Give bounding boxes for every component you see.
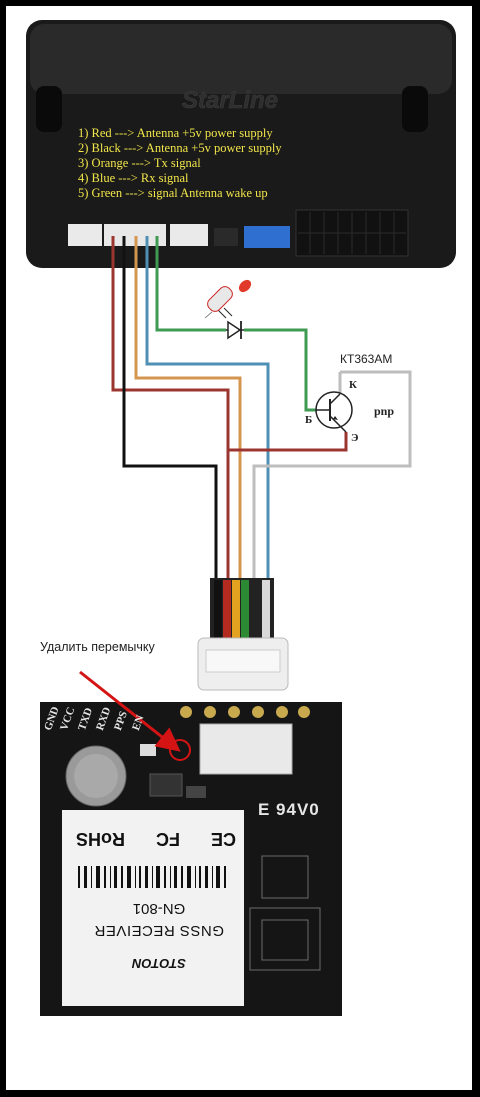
brand-logo: StarLine xyxy=(182,87,278,114)
pin-b-label: Б xyxy=(305,414,313,426)
pin-e-label: Э xyxy=(351,432,359,444)
wire-green-1 xyxy=(155,236,226,332)
diagram-frame: StarLine xyxy=(6,6,472,1090)
connector-4 xyxy=(214,228,238,246)
note-line-3: 3) Orange ---> Tx signal xyxy=(78,156,201,170)
note-line-1: 1) Red ---> Antenna +5v power supply xyxy=(78,126,273,140)
wire-red xyxy=(111,236,230,578)
gnss-module xyxy=(40,702,342,1016)
rohs-mark: RoHS xyxy=(76,829,126,849)
ce-mark: CE xyxy=(210,829,236,849)
starline-unit: StarLine xyxy=(26,20,456,268)
connector-1 xyxy=(68,224,102,246)
transistor-symbol xyxy=(315,391,353,433)
transistor-model-label: КТ363АМ xyxy=(340,352,393,366)
wire-black xyxy=(122,236,218,578)
wire-gray xyxy=(252,370,412,578)
module-receiver-label: GNSS RECEIVER xyxy=(94,922,224,939)
wiring-diagram: StarLine xyxy=(26,20,456,1016)
remove-jumper-label: Удалить перемычку xyxy=(40,640,155,654)
wire-blue xyxy=(145,236,270,578)
wires xyxy=(111,236,412,578)
stoton-logo: STOTON xyxy=(132,956,186,971)
note-line-4: 4) Blue ---> Rx signal xyxy=(78,171,189,185)
module-model-label: GN-801 xyxy=(132,900,186,917)
barcode xyxy=(78,866,226,888)
e94v0-label: E 94V0 xyxy=(258,800,320,819)
wire-red-emitter xyxy=(228,432,348,452)
cable-bundle xyxy=(197,578,289,691)
fc-mark: FC xyxy=(156,829,180,849)
connector-3 xyxy=(170,224,208,246)
connector-blue xyxy=(244,226,290,248)
cert-marks: CE FC RoHS xyxy=(76,828,236,849)
connector-2 xyxy=(104,224,166,246)
transistor-type-label: pnp xyxy=(374,404,395,418)
pointer-arrow xyxy=(79,670,181,752)
led xyxy=(204,279,252,340)
mount-slot-right xyxy=(402,86,428,132)
wire-green-2 xyxy=(244,328,316,412)
note-line-2: 2) Black ---> Antenna +5v power supply xyxy=(78,141,282,155)
pin-k-label: К xyxy=(349,379,357,391)
note-line-5: 5) Green ---> signal Antenna wake up xyxy=(78,186,268,200)
wire-orange xyxy=(134,236,242,578)
mount-slot-left xyxy=(36,86,62,132)
